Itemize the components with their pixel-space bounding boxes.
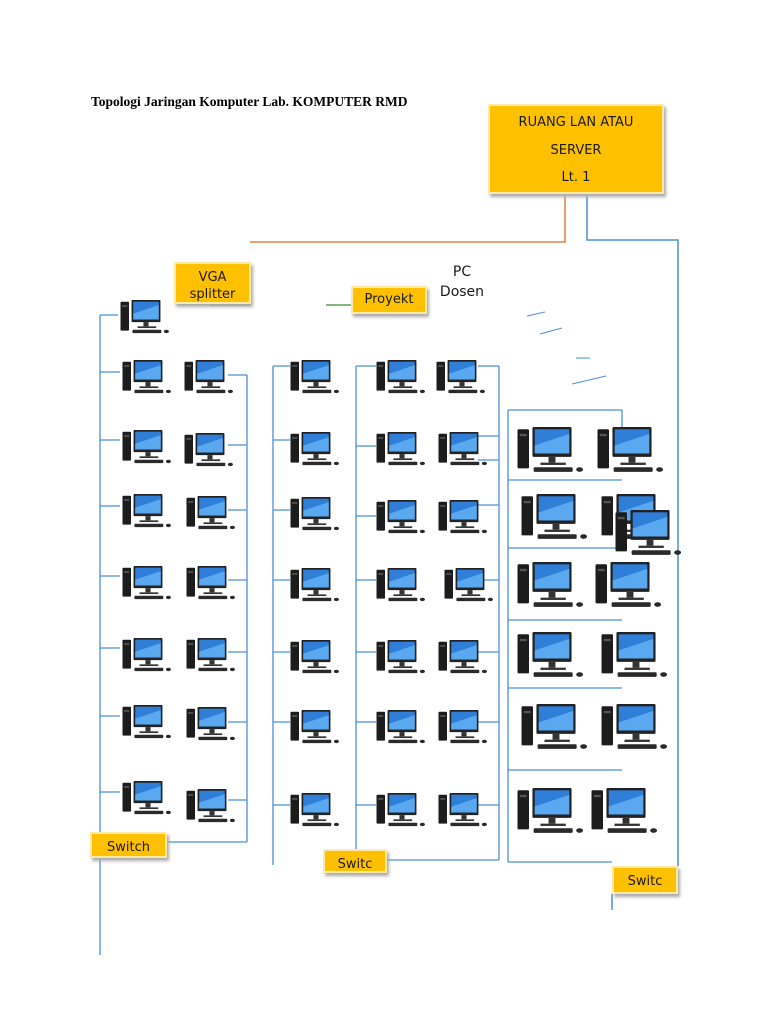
desktop-computer-icon — [182, 360, 238, 398]
projector-box: Proyekt — [351, 286, 427, 314]
desktop-computer-icon — [610, 510, 690, 560]
switch-box-right: Switc — [612, 866, 678, 894]
desktop-computer-icon — [512, 562, 592, 612]
desktop-computer-icon — [590, 562, 670, 612]
server-room-box: RUANG LAN ATAU SERVER Lt. 1 — [488, 104, 664, 194]
desktop-computer-icon — [592, 427, 672, 477]
desktop-computer-icon — [120, 781, 176, 819]
desktop-computer-icon — [374, 568, 430, 606]
desktop-computer-icon — [374, 710, 430, 748]
desktop-computer-icon — [184, 638, 240, 676]
desktop-computer-icon — [288, 497, 344, 535]
desktop-computer-icon — [516, 704, 596, 754]
desktop-computer-icon — [120, 494, 176, 532]
server-label-line3: Lt. 1 — [561, 170, 591, 185]
diagram-title: Topologi Jaringan Komputer Lab. KOMPUTER… — [91, 94, 408, 109]
server-label-line1: RUANG LAN ATAU — [518, 115, 634, 130]
desktop-computer-icon — [436, 500, 492, 538]
desktop-computer-icon — [512, 632, 592, 682]
switch-box-left: Switch — [90, 832, 167, 858]
scribble-marks — [526, 311, 607, 385]
vga-label-line2: splitter — [189, 287, 236, 302]
switch-label: Switc — [337, 857, 373, 872]
desktop-computer-icon — [512, 427, 592, 477]
group-a-cables — [99, 314, 248, 955]
switch-label: Switch — [107, 840, 150, 855]
desktop-computer-icon — [118, 300, 174, 338]
desktop-computer-icon — [120, 566, 176, 604]
desktop-computer-icon — [512, 788, 592, 838]
desktop-computer-icon — [374, 500, 430, 538]
desktop-computer-icon — [434, 360, 490, 398]
desktop-computer-icon — [120, 638, 176, 676]
switch-box-middle: Switc — [323, 849, 387, 873]
desktop-computer-icon — [374, 640, 430, 678]
group-b-cables — [272, 365, 500, 865]
switch-label: Switc — [627, 874, 663, 889]
group-c-cables — [507, 409, 623, 863]
desktop-computer-icon — [288, 568, 344, 606]
desktop-computer-icon — [586, 788, 666, 838]
desktop-computer-icon — [374, 432, 430, 470]
server-label-line2: SERVER — [550, 142, 602, 158]
desktop-computer-icon — [516, 494, 596, 544]
desktop-computer-icon — [436, 710, 492, 748]
desktop-computer-icon — [288, 432, 344, 470]
desktop-computer-icon — [288, 710, 344, 748]
pc-dosen-line1: PC — [452, 264, 472, 280]
pc-dosen-line2: Dosen — [439, 284, 485, 300]
desktop-computer-icon — [184, 496, 240, 534]
desktop-computer-icon — [436, 793, 492, 831]
desktop-computer-icon — [374, 360, 430, 398]
desktop-computer-icon — [184, 707, 240, 745]
desktop-computer-icon — [288, 640, 344, 678]
desktop-computer-icon — [288, 360, 344, 398]
desktop-computer-icon — [184, 789, 240, 827]
desktop-computer-icon — [442, 568, 498, 606]
desktop-computer-icon — [120, 705, 176, 743]
desktop-computer-icon — [288, 793, 344, 831]
desktop-computer-icon — [596, 704, 676, 754]
projector-label: Proyekt — [364, 292, 414, 307]
desktop-computer-icon — [436, 640, 492, 678]
desktop-computer-icon — [182, 433, 238, 471]
desktop-computer-icon — [184, 566, 240, 604]
desktop-computer-icon — [596, 632, 676, 682]
desktop-computer-icon — [120, 430, 176, 468]
vga-label-line1: VGA — [198, 270, 227, 285]
desktop-computer-icon — [120, 360, 176, 398]
uplink-cable-orange — [250, 196, 566, 243]
desktop-computer-icon — [374, 793, 430, 831]
pc-dosen-label: PC Dosen — [436, 262, 488, 302]
desktop-computer-icon — [436, 432, 492, 470]
vga-splitter-box: VGA splitter — [174, 262, 251, 304]
